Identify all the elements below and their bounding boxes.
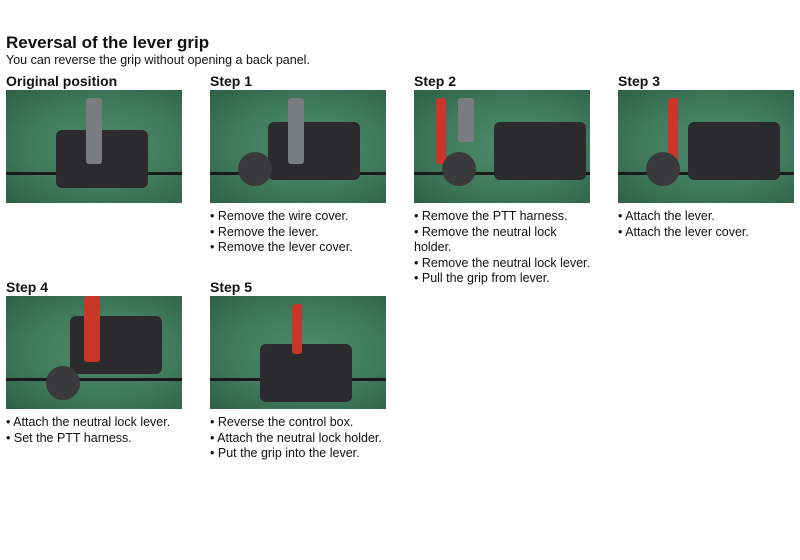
step-instructions: Attach the lever. Attach the lever cover… (618, 209, 798, 240)
instruction: Put the grip into the lever. (210, 446, 390, 462)
instruction: Remove the neutral lock lever. (414, 256, 594, 272)
step-4: Step 4 Attach the neutral lock lever. Se… (6, 279, 186, 446)
instruction: Attach the lever cover. (618, 225, 798, 241)
instruction: Attach the neutral lock holder. (210, 431, 390, 447)
step-1: Step 1 Remove the wire cover. Remove the… (210, 73, 390, 256)
step-photo (6, 296, 182, 409)
instruction: Attach the neutral lock lever. (6, 415, 186, 431)
instruction: Remove the lever. (210, 225, 390, 241)
step-photo (6, 90, 182, 203)
step-heading: Step 1 (210, 73, 253, 89)
step-instructions: Remove the PTT harness. Remove the neutr… (414, 209, 594, 287)
step-heading: Step 5 (210, 279, 253, 295)
step-instructions: Remove the wire cover. Remove the lever.… (210, 209, 390, 256)
instruction: Pull the grip from lever. (414, 271, 594, 287)
step-instructions: Reverse the control box. Attach the neut… (210, 415, 390, 462)
step-heading: Original position (6, 73, 118, 89)
instruction: Remove the lever cover. (210, 240, 390, 256)
instruction: Remove the neutral lock holder. (414, 225, 594, 256)
step-2: Step 2 Remove the PTT harness. Remove th… (414, 73, 594, 287)
instruction: Remove the wire cover. (210, 209, 390, 225)
instruction: Remove the PTT harness. (414, 209, 594, 225)
step-photo (210, 90, 386, 203)
step-heading: Step 2 (414, 73, 457, 89)
instruction: Attach the lever. (618, 209, 798, 225)
step-heading: Step 4 (6, 279, 49, 295)
step-5: Step 5 Reverse the control box. Attach t… (210, 279, 390, 462)
instruction: Reverse the control box. (210, 415, 390, 431)
step-3: Step 3 Attach the lever. Attach the leve… (618, 73, 798, 240)
step-photo (210, 296, 386, 409)
step-photo (414, 90, 590, 203)
instruction: Set the PTT harness. (6, 431, 186, 447)
page-subtitle: You can reverse the grip without opening… (6, 53, 310, 67)
page-title: Reversal of the lever grip (6, 33, 210, 52)
step-original: Original position (6, 73, 186, 203)
step-instructions: Attach the neutral lock lever. Set the P… (6, 415, 186, 446)
step-photo (618, 90, 794, 203)
step-heading: Step 3 (618, 73, 661, 89)
